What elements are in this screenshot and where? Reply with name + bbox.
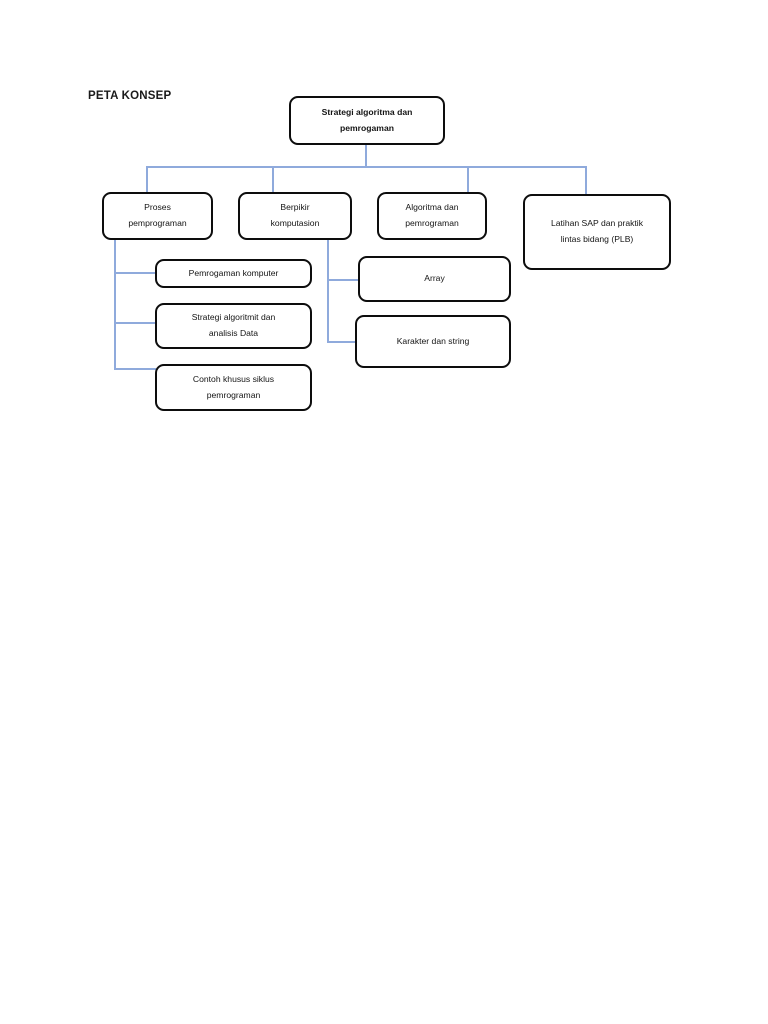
connector-drop-algoritma (467, 166, 469, 193)
node-algoritma-dan-pemrograman[interactable]: Algoritma dan pemrograman (377, 192, 487, 240)
node-root-label: Strategi algoritma dan pemrogaman (321, 106, 413, 133)
connector-branch-contoh-khusus (114, 368, 156, 370)
node-array-label: Array (424, 273, 445, 284)
connector-branch-karakter-dan-string (327, 341, 357, 343)
node-array[interactable]: Array (358, 256, 511, 302)
connector-drop-latihan (585, 166, 587, 195)
connector-drop-proses (146, 166, 148, 193)
node-algoritma-dan-pemrograman-label: Algoritma dan pemrograman (405, 202, 459, 228)
node-proses-pemprograman-label: Proses pemprograman (128, 202, 187, 228)
node-karakter-dan-string[interactable]: Karakter dan string (355, 315, 511, 368)
node-karakter-dan-string-label: Karakter dan string (396, 335, 470, 346)
connector-level2-bus (146, 166, 586, 168)
connector-proses-spine (114, 240, 116, 369)
node-strategi-algoritmit[interactable]: Strategi algoritmit dan analisis Data (155, 303, 312, 349)
connector-drop-berpikir (272, 166, 274, 193)
node-contoh-khusus-siklus-label: Contoh khusus siklus pemrograman (192, 373, 275, 400)
connector-root-stem (365, 145, 367, 167)
page-title: PETA KONSEP (88, 90, 172, 102)
connector-berpikir-spine (327, 240, 329, 342)
node-latihan-sap-label: Latihan SAP dan praktik lintas bidang (P… (550, 218, 644, 244)
node-proses-pemprograman[interactable]: Proses pemprograman (102, 192, 213, 240)
node-contoh-khusus-siklus[interactable]: Contoh khusus siklus pemrograman (155, 364, 312, 411)
connector-branch-pemrogaman-komputer (114, 272, 156, 274)
node-pemrogaman-komputer-label: Pemrogaman komputer (188, 267, 279, 278)
node-pemrogaman-komputer[interactable]: Pemrogaman komputer (155, 259, 312, 288)
node-latihan-sap[interactable]: Latihan SAP dan praktik lintas bidang (P… (523, 194, 671, 270)
node-berpikir-komputasion-label: Berpikir komputasion (270, 202, 320, 228)
node-root[interactable]: Strategi algoritma dan pemrogaman (289, 96, 445, 145)
connector-branch-array (327, 279, 359, 281)
node-berpikir-komputasion[interactable]: Berpikir komputasion (238, 192, 352, 240)
node-strategi-algoritmit-label: Strategi algoritmit dan analisis Data (191, 312, 276, 338)
connector-branch-strategi-algoritmit (114, 322, 156, 324)
